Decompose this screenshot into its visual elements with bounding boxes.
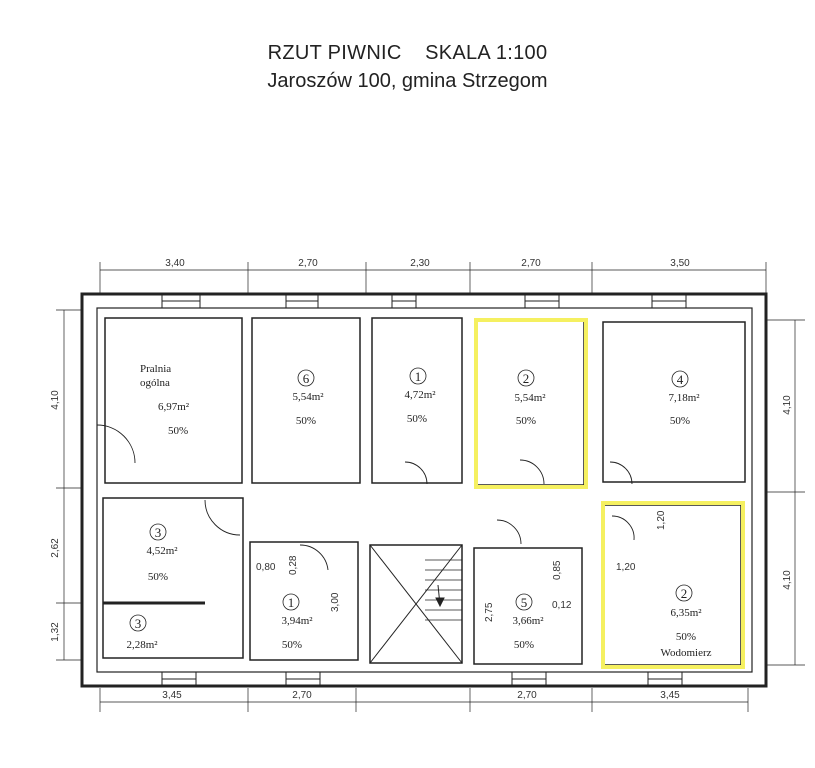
dim-top-3: 2,30: [410, 258, 430, 269]
dim-inner-085: 0,85: [552, 560, 563, 580]
dim-inner-120-v: 1,20: [656, 510, 667, 530]
room-1-top-number: 1: [415, 369, 422, 384]
room-3-area: 4,52m²: [146, 545, 178, 557]
room-pralnia-share: 50%: [168, 425, 188, 437]
dim-inner-028: 0,28: [288, 555, 299, 575]
dim-top-1: 3,40: [165, 258, 185, 269]
room-1-bottom-share: 50%: [282, 639, 302, 651]
dim-inner-080: 0,80: [256, 562, 276, 573]
room-1-bottom-number: 1: [288, 595, 295, 610]
room-1-top: [371, 317, 463, 484]
dim-top-5: 3,50: [670, 258, 690, 269]
room-5-share: 50%: [514, 639, 534, 651]
dim-left-3: 1,32: [50, 622, 61, 642]
room-2-top-area: 5,54m²: [514, 392, 546, 404]
dim-bottom-4: 3,45: [660, 690, 680, 701]
room-pralnia-label2: ogólna: [140, 377, 170, 389]
room-2-bottom-number: 2: [681, 586, 688, 601]
room-pralnia: [104, 317, 243, 484]
room-6-share: 50%: [296, 415, 316, 427]
dim-bottom-3: 2,70: [517, 690, 537, 701]
highlight-room-2-top: [474, 318, 588, 489]
room-5-area: 3,66m²: [512, 615, 544, 627]
dim-top-4: 2,70: [521, 258, 541, 269]
room-4-area: 7,18m²: [668, 392, 700, 404]
room-pralnia-area: 6,97m²: [158, 401, 190, 413]
room-3: [102, 497, 244, 659]
room-3b-area: 2,28m²: [126, 639, 158, 651]
room-1-top-area: 4,72m²: [404, 389, 436, 401]
room-3-number: 3: [155, 525, 162, 540]
room-3-share: 50%: [148, 571, 168, 583]
dim-inner-300: 3,00: [330, 592, 341, 612]
room-1-bottom: [249, 541, 359, 661]
highlight-room-2-bottom: [601, 501, 745, 669]
plan-title: RZUT PIWNIC SKALA 1:100: [267, 42, 548, 64]
dim-right-1: 4,10: [782, 395, 793, 415]
room-2-top-number: 2: [523, 371, 530, 386]
dim-bottom-2: 2,70: [292, 690, 312, 701]
room-4: [602, 321, 746, 483]
dim-bottom-1: 3,45: [162, 690, 182, 701]
room-2-top-share: 50%: [516, 415, 536, 427]
room-4-share: 50%: [670, 415, 690, 427]
room-3b-number: 3: [135, 616, 142, 631]
dim-left-1: 4,10: [50, 390, 61, 410]
room-5-number: 5: [521, 595, 528, 610]
room-1-top-share: 50%: [407, 413, 427, 425]
room-2-bottom-note: Wodomierz: [660, 647, 711, 659]
room-6-number: 6: [303, 371, 310, 386]
dim-right-2: 4,10: [782, 570, 793, 590]
dim-left-2: 2,62: [50, 538, 61, 558]
plan-subtitle: Jaroszów 100, gmina Strzegom: [267, 70, 548, 92]
dim-inner-120-h: 1,20: [616, 562, 636, 573]
room-2-bottom-area: 6,35m²: [670, 607, 702, 619]
staircase: [369, 544, 463, 664]
room-4-number: 4: [677, 372, 684, 387]
room-pralnia-label: Pralnia: [140, 363, 171, 375]
outer-wall: [80, 292, 768, 688]
room-6-area: 5,54m²: [292, 391, 324, 403]
dim-inner-012: 0,12: [552, 600, 572, 611]
room-5: [473, 547, 583, 665]
dim-top-2: 2,70: [298, 258, 318, 269]
room-6: [251, 317, 361, 484]
room-1-bottom-area: 3,94m²: [281, 615, 313, 627]
room-2-bottom: [602, 504, 742, 666]
dim-inner-275: 2,75: [484, 602, 495, 622]
room-2-bottom-share: 50%: [676, 631, 696, 643]
